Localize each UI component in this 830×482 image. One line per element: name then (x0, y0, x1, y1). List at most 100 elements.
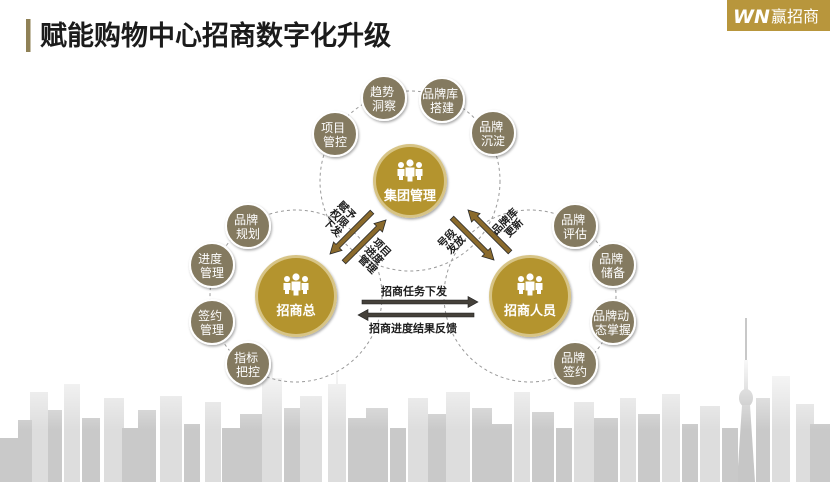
building (0, 438, 22, 482)
satellite-label-line: 规划 (236, 226, 260, 241)
satellite-brand-signing: 品牌 签约 (552, 341, 598, 387)
satellite-label-line: 管控 (323, 134, 347, 149)
flow-label-permission-issue: 赋予 权限 下发 (319, 198, 362, 241)
satellite-label: 进度 管理 (198, 251, 226, 280)
logo-mark: WN (733, 6, 770, 28)
building (18, 420, 32, 482)
hub-core (258, 258, 334, 334)
hub-leasing-director: 招商总 (255, 255, 337, 337)
satellite-circle (189, 299, 235, 345)
arrow-group-to-admin (329, 209, 375, 255)
person-head (284, 276, 290, 282)
satellite-label-line: 品牌 (479, 120, 503, 134)
building (810, 424, 830, 482)
arrow-admin-to-group (341, 219, 387, 265)
building (184, 424, 200, 482)
person-head (416, 162, 422, 168)
hub-label: 招商人员 (504, 303, 556, 319)
person-body (283, 283, 291, 294)
hub-label: 集团管理 (383, 188, 436, 204)
satellite-label: 趋势 洞察 (370, 85, 398, 113)
satellite-brand-dynamics: 品牌动 态掌握 (590, 299, 636, 345)
satellite-circle (361, 75, 407, 121)
building (348, 418, 366, 482)
person-head (526, 273, 534, 281)
satellite-label-line: 把控 (236, 365, 260, 379)
person-body (525, 281, 535, 296)
orbit-admin (209, 209, 383, 383)
logo-background (727, 0, 830, 31)
person-head (536, 276, 542, 282)
satellite-label-line: 搭建 (430, 101, 454, 115)
satellite-label-line: 品牌 (234, 213, 258, 227)
satellite-label-line: 品牌库 (422, 86, 458, 101)
satellite-label-line: 签约 (198, 308, 222, 323)
skyline-fade (0, 360, 830, 430)
people-group-icon (517, 273, 543, 296)
building (222, 428, 240, 482)
building (492, 424, 512, 482)
orbit-staff (443, 209, 617, 383)
satellite-label: 品牌 沉淀 (479, 120, 507, 148)
satellite-trend-insight: 趋势 洞察 (361, 75, 407, 121)
satellite-circle (590, 242, 636, 288)
title-accent-bar (26, 19, 31, 52)
satellite-brand-evaluation: 品牌 评估 (552, 203, 598, 249)
satellite-target-control: 指标 把控 (225, 341, 271, 387)
building (390, 428, 406, 482)
satellite-label-line: 管理 (200, 265, 224, 280)
page-title: 赋能购物中心招商数字化升级 (40, 20, 391, 52)
person-head (398, 162, 404, 168)
satellite-label: 指标 把控 (234, 350, 262, 379)
satellite-circle (225, 341, 271, 387)
satellite-label: 品牌动 态掌握 (593, 309, 633, 337)
building (682, 424, 698, 482)
person-head (406, 159, 414, 167)
satellite-circle (189, 242, 235, 288)
satellite-label-line: 评估 (563, 227, 587, 241)
flow-label-progress-management: 项目 进度 管理 (354, 236, 395, 277)
satellite-project-control: 项目 管控 (312, 111, 358, 157)
hub-core (492, 258, 568, 334)
satellite-label: 品牌 规划 (234, 213, 262, 241)
satellite-label-line: 进度 (198, 251, 222, 266)
satellite-label: 项目 管控 (321, 121, 349, 149)
satellite-label-line: 项目 (321, 121, 345, 135)
hub-label: 招商总 (276, 303, 315, 319)
satellite-label-line: 签约 (563, 364, 587, 379)
satellite-circle (552, 203, 598, 249)
people-group-icon (397, 159, 423, 182)
person-body (397, 169, 405, 180)
building (122, 428, 138, 482)
satellite-label: 品牌 评估 (561, 213, 589, 241)
orbit-group (319, 90, 501, 272)
satellite-label: 签约 管理 (198, 308, 226, 337)
satellite-label-line: 储备 (601, 265, 625, 280)
hub-leasing-staff: 招商人员 (489, 255, 571, 337)
satellite-label: 品牌 签约 (561, 351, 589, 379)
flow-label-progress-feedback: 招商进度结果反馈 (369, 321, 457, 335)
arrow-admin-to-staff (361, 295, 479, 309)
satellite-brand-planning: 品牌 规划 (225, 203, 271, 249)
arrow-staff-to-admin (357, 308, 475, 322)
person-body (517, 283, 525, 294)
building (240, 414, 262, 482)
satellite-circle (312, 111, 358, 157)
building (82, 418, 100, 482)
building (428, 414, 446, 482)
brand-logo: WN 赢招商 (727, 0, 830, 31)
hub-group-management: 集团管理 (373, 144, 447, 218)
person-body (535, 283, 543, 294)
satellite-brand-library-build: 品牌库 搭建 (419, 77, 465, 123)
satellite-circle (590, 299, 636, 345)
satellite-label-line: 品牌 (561, 213, 585, 227)
satellite-circle (552, 341, 598, 387)
satellite-brand-reserve: 品牌 储备 (590, 242, 636, 288)
person-head (292, 273, 300, 281)
satellite-label-line: 态掌握 (595, 322, 631, 337)
satellite-circle (470, 110, 516, 156)
satellite-label-line: 指标 (234, 350, 258, 365)
people-group-icon (283, 273, 309, 296)
satellite-progress-management: 进度 管理 (189, 242, 235, 288)
satellite-circle (419, 77, 465, 123)
